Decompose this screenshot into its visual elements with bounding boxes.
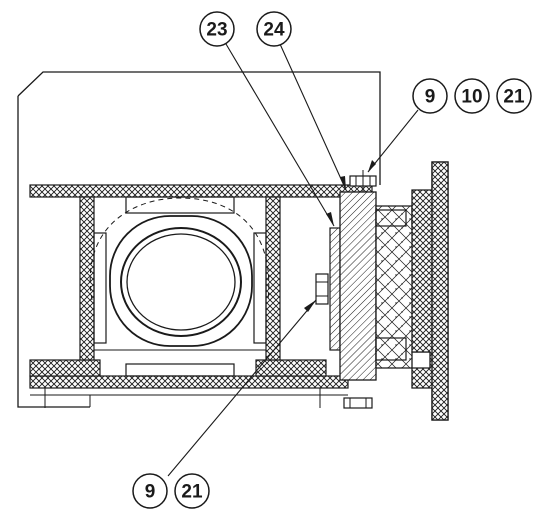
leader-arrowheads <box>304 160 376 312</box>
callout-10-label: 10 <box>461 87 482 108</box>
right-wall <box>265 196 281 361</box>
callout-23-label: 23 <box>206 20 227 41</box>
bolts <box>315 170 377 409</box>
callout-10: 10 <box>454 78 490 114</box>
callout-21-top-label: 21 <box>503 87 525 108</box>
bottom-pad-left <box>29 359 101 377</box>
flange-plate-24 <box>339 191 377 381</box>
top-plate <box>29 184 373 198</box>
callout-9-top-label: 9 <box>425 87 436 108</box>
callout-24: 24 <box>256 11 292 47</box>
mount-assembly <box>329 161 449 421</box>
leader-lines <box>167 43 419 477</box>
housing-outline <box>17 71 381 408</box>
callout-9-top: 9 <box>412 78 448 114</box>
callout-21-top: 21 <box>496 78 532 114</box>
roller <box>109 215 253 347</box>
inner-frame <box>93 196 267 377</box>
left-wall <box>79 196 95 361</box>
bottom-pad-right <box>255 359 327 377</box>
bracket-face <box>431 161 449 421</box>
callout-21-bottom-label: 21 <box>181 482 203 503</box>
callout-9-bottom-label: 9 <box>145 482 156 503</box>
thin-plate-23 <box>329 227 341 351</box>
bottom-plate <box>29 375 349 389</box>
callout-9-bottom: 9 <box>132 473 168 509</box>
callout-21-bottom: 21 <box>174 473 210 509</box>
callout-23: 23 <box>199 11 235 47</box>
dashed-arc <box>89 197 270 301</box>
callout-24-label: 24 <box>263 20 285 41</box>
